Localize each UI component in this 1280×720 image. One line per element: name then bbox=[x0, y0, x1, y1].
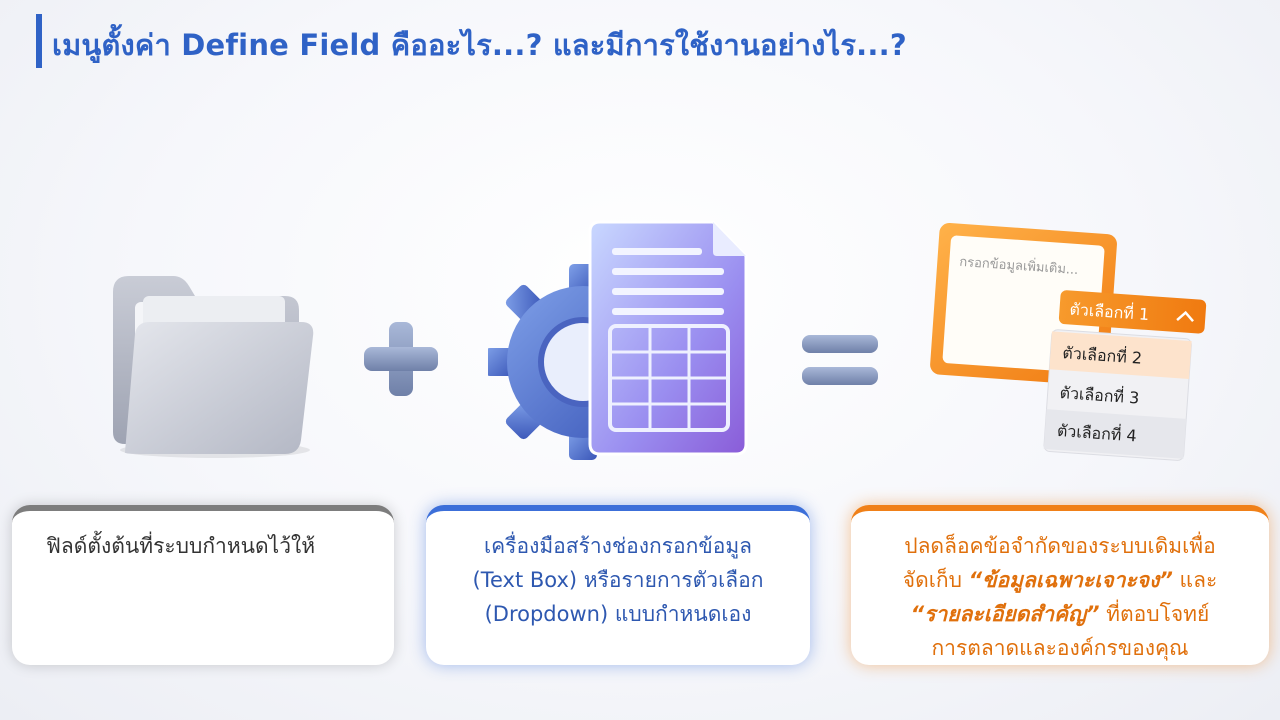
result-text-fragment: และ bbox=[1172, 568, 1218, 592]
default-fields-text: ฟิลด์ตั้งต้นที่ระบบกำหนดไว้ให้ bbox=[46, 534, 316, 558]
result-text-line: “รายละเอียดสำคัญ” ที่ตอบโจทย์ bbox=[877, 597, 1243, 631]
builder-box: เครื่องมือสร้างช่องกรอกข้อมูล (Text Box)… bbox=[426, 505, 810, 665]
result-emphasis: “รายละเอียดสำคัญ” bbox=[910, 602, 1100, 626]
builder-text-line: (Dropdown) แบบกำหนดเอง bbox=[484, 602, 752, 626]
page-title: เมนูตั้งค่า Define Field คืออะไร...? และ… bbox=[52, 28, 907, 62]
equals-icon bbox=[800, 333, 880, 389]
result-text-fragment: ที่ตอบโจทย์ bbox=[1099, 602, 1210, 626]
result-text-fragment: จัดเก็บ bbox=[902, 568, 969, 592]
result-text-line: การตลาดและองค์กรของคุณ bbox=[931, 636, 1189, 660]
chevron-up-icon bbox=[1176, 310, 1194, 322]
result-text-line: จัดเก็บ “ข้อมูลเฉพาะเจาะจง” และ bbox=[877, 563, 1243, 597]
plus-icon bbox=[360, 318, 442, 400]
title-accent-bar bbox=[36, 14, 42, 68]
result-box: ปลดล็อคข้อจำกัดของระบบเดิมเพื่อ จัดเก็บ … bbox=[851, 505, 1269, 665]
form-gear-icon bbox=[488, 212, 753, 477]
default-fields-box: ฟิลด์ตั้งต้นที่ระบบกำหนดไว้ให้ bbox=[12, 505, 394, 665]
builder-text-line: เครื่องมือสร้างช่องกรอกข้อมูล bbox=[483, 534, 753, 558]
folder-icon bbox=[95, 262, 325, 462]
result-emphasis: “ข้อมูลเฉพาะเจาะจง” bbox=[968, 568, 1173, 592]
dropdown-form-icon: กรอกข้อมูลเพิ่มเติม... ตัวเลือกที่ 1 ตัว… bbox=[918, 212, 1218, 482]
builder-text-line: (Text Box) หรือรายการตัวเลือก bbox=[472, 568, 764, 592]
result-text-line: ปลดล็อคข้อจำกัดของระบบเดิมเพื่อ bbox=[904, 534, 1216, 558]
